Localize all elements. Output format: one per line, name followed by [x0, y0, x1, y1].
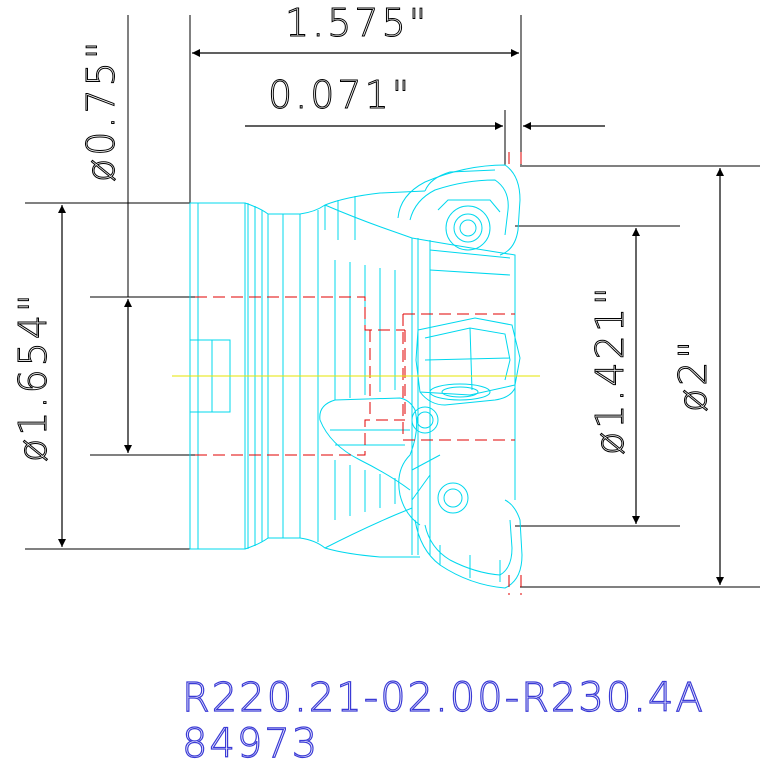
part-number: R220.21-02.00-R230.4A: [181, 675, 705, 721]
insert-offset-label: 0.071": [268, 73, 412, 117]
hidden-lines: [195, 152, 522, 595]
dimension-geometry: [25, 15, 760, 588]
part-code: 84973: [181, 721, 320, 767]
cutter-body: [189, 164, 523, 589]
pilot-diameter-label: ø1.421": [588, 284, 632, 455]
cutting-diameter-label: ø2": [671, 338, 715, 412]
overall-length-label: 1.575": [285, 1, 429, 45]
bore-diameter-label: ø0.75": [79, 39, 123, 182]
body-diameter-label: ø1.654": [11, 291, 55, 462]
